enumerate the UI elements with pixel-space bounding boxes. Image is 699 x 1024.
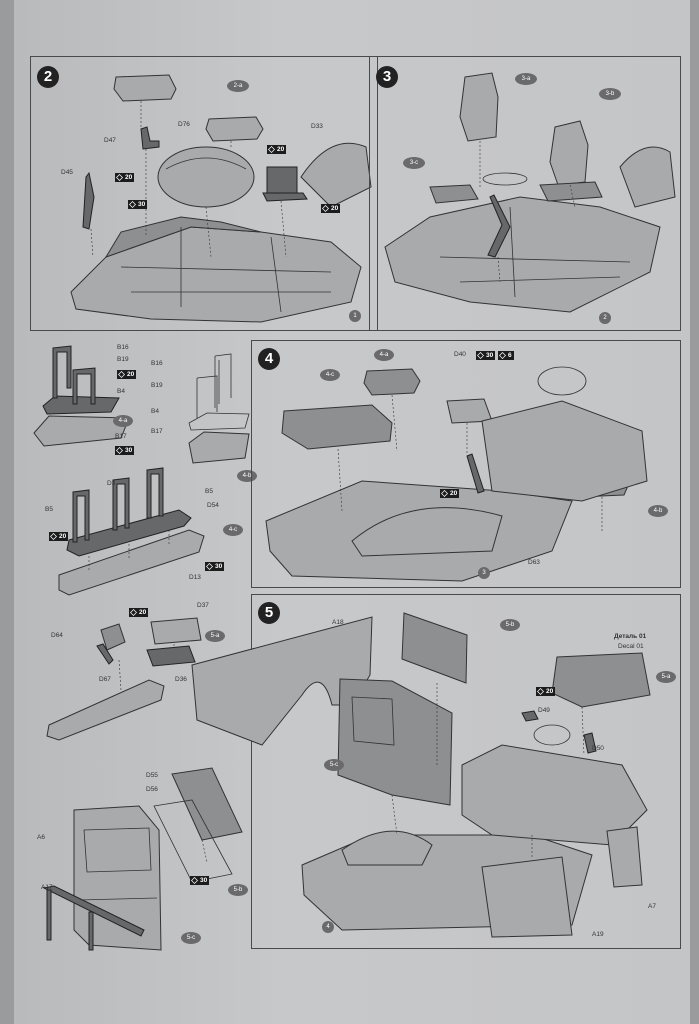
step-3-diagram [384, 72, 676, 313]
step-4-glue-20: 20 [440, 489, 460, 498]
sub-4a-group: B16 B19 B4 4-a B17 20 30 [29, 338, 137, 458]
sub-5a-d67: D67 [99, 676, 111, 683]
step-5-decal-ru: Деталь 01 [614, 633, 647, 640]
step-2-part-d76: D76 [178, 121, 190, 128]
step-4-diagram [265, 366, 648, 582]
sub-5b-glue-30: 30 [190, 876, 210, 885]
sub-4a-glue-20: 20 [117, 370, 137, 379]
step-5-ref-5b: 5-b [500, 619, 520, 631]
sub-5b-d55: D55 [146, 772, 158, 779]
step-2-glue-c: 30 [128, 200, 148, 209]
sub-4c-b5-right: B5 [205, 488, 213, 495]
sub-4c-group: D3 B5 B5 D54 4-c D13 20 30 [29, 467, 254, 605]
step-4-ref-4b: 4-b [648, 505, 668, 517]
sub-4c-d54: D54 [207, 502, 219, 509]
step-5-glue-20: 20 [536, 687, 556, 696]
sub-4b-b19: B19 [151, 382, 163, 389]
sub-5b-group: D55 D56 5-b 30 [132, 762, 272, 897]
sub-5c-a17: A17 [41, 884, 53, 891]
sub-5a-d36: D36 [175, 676, 187, 683]
sub-5b-tag: 5-b [228, 884, 248, 896]
step-4-panel: 4 4-a 4-c D40 D63 4-b 3 30 6 20 [251, 340, 681, 588]
sub-4b-b17: B17 [151, 428, 163, 435]
sub-4a-tag: 4-a [113, 415, 133, 427]
step-5-ref-5c: 5-c [324, 759, 344, 771]
step-number: 3 [376, 66, 398, 88]
step-5-panel: 5 A18 5-b 5-a 5-c D49 D50 A19 A7 4 Детал… [191, 594, 681, 949]
step-3-ref-3a: 3-a [515, 73, 537, 85]
step-2-part-d33: D33 [311, 123, 323, 130]
sub-4c-b5-left: B5 [45, 506, 53, 513]
step-3-ref-2: 2 [599, 312, 611, 324]
step-5-part-a18: A18 [332, 619, 344, 626]
step-5-part-a19: A19 [592, 931, 604, 938]
sub-5c-tag: 5-c [181, 932, 201, 944]
sub-4c-d3: D3 [107, 480, 116, 487]
step-5-ref-4: 4 [322, 921, 334, 933]
sub-4a-b19: B19 [117, 356, 129, 363]
step-2-panel: 2 2-a D76 D33 D47 D45 1 20 20 30 20 [30, 56, 378, 331]
sub-4a-b17: B17 [115, 433, 127, 440]
instruction-sheet: 2 2-a D76 D33 D47 D45 1 20 20 30 20 3 [14, 0, 690, 1024]
step-3-ref-3c: 3-c [403, 157, 425, 169]
step-5-decal-en: Decal 01 [618, 643, 644, 650]
step-2-ref-1: 1 [349, 310, 361, 322]
sub-5a-d64: D64 [51, 632, 63, 639]
step-number: 5 [258, 602, 280, 624]
step-2-ref-2a: 2-a [227, 80, 249, 92]
step-4-ref-3: 3 [478, 567, 490, 579]
step-5-part-a7: A7 [648, 903, 656, 910]
sub-4c-glue-20: 20 [49, 532, 69, 541]
sub-5b-d56: D56 [146, 786, 158, 793]
sub-4b-tag: 4-b [237, 470, 257, 482]
sub-4c-glue-30: 30 [205, 562, 225, 571]
step-4-glue-30: 30 [476, 351, 496, 360]
sub-5a-group: D37 D64 5-a D67 D36 20 [29, 600, 229, 750]
sub-5c-a6: A6 [37, 834, 45, 841]
step-3-ref-3b: 3-b [599, 88, 621, 100]
step-2-part-d47: D47 [104, 137, 116, 144]
sub-5a-tag: 5-a [205, 630, 225, 642]
sub-5c-group: A6 A17 5-c [29, 800, 214, 955]
sub-4a-b4: B4 [117, 388, 125, 395]
sub-5a-d37: D37 [197, 602, 209, 609]
sub-4b-b4: B4 [151, 408, 159, 415]
step-2-part-d45: D45 [61, 169, 73, 176]
step-4-ref-4a: 4-a [374, 349, 394, 361]
sub-5a-glue-20: 20 [129, 608, 149, 617]
step-4-part-d63: D63 [528, 559, 540, 566]
step-4-ref-4c: 4-c [320, 369, 340, 381]
sub-4c-d13: D13 [189, 574, 201, 581]
step-number: 2 [37, 66, 59, 88]
step-number: 4 [258, 348, 280, 370]
sub-4a-glue-30: 30 [115, 446, 135, 455]
step-5-part-d49: D49 [538, 707, 550, 714]
sub-4b-b16: B16 [151, 360, 163, 367]
step-2-glue-d: 20 [321, 204, 341, 213]
step-5-diagram [191, 612, 651, 938]
sub-4c-tag: 4-c [223, 524, 243, 536]
step-4-glue-6: 6 [498, 351, 514, 360]
step-3-panel: 3 3-a 3-b 3-c 2 [369, 56, 681, 331]
sub-4a-b16: B16 [117, 344, 129, 351]
step-5-part-d50: D50 [592, 745, 604, 752]
sub-4b-group: B16 B19 B4 B17 4-b [149, 348, 264, 488]
step-2-glue-a: 20 [115, 173, 135, 182]
step-4-part-d40: D40 [454, 351, 466, 358]
step-2-glue-b: 20 [267, 145, 287, 154]
step-2-diagram [70, 74, 372, 323]
step-5-ref-5a: 5-a [656, 671, 676, 683]
